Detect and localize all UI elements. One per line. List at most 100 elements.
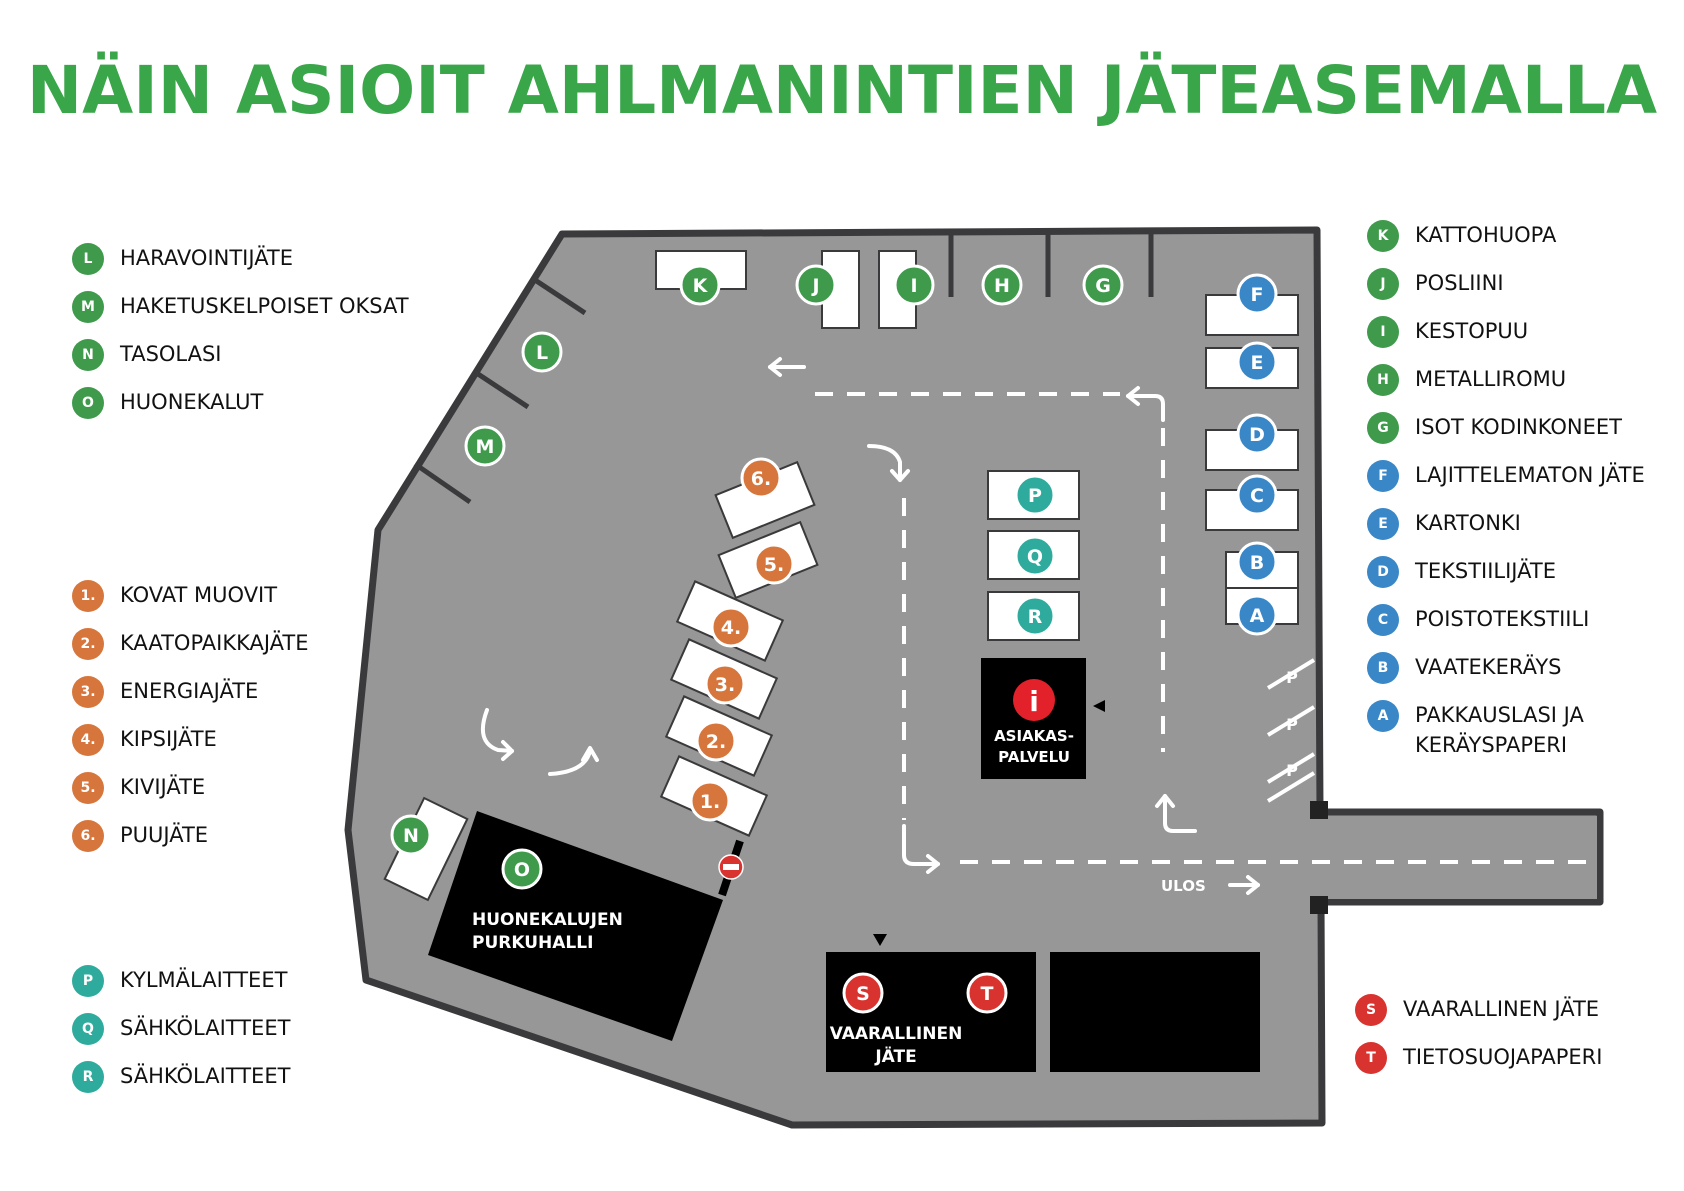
legend-item: 5.KIVIJÄTE [72,772,309,820]
legend-badge: J [1367,268,1399,300]
legend-label: POISTOTEKSTIILI [1415,607,1590,631]
map-marker-label: T [981,983,994,1005]
legend-label: KOVAT MUOVIT [120,583,278,607]
legend-badge: S [1355,994,1387,1026]
map-marker-label: K [693,275,709,297]
map-marker-label: 6. [751,468,771,490]
legend-label: KYLMÄLAITTEET [120,968,288,992]
legend-label: SÄHKÖLAITTEET [120,1016,291,1040]
map-marker: O [501,848,543,890]
entrance-pointer [873,934,887,946]
legend-label: KAATOPAIKKAJÄTE [120,631,309,655]
legend-badge: E [1367,508,1399,540]
legend-item: 4. KIPSIJÄTE [72,724,309,772]
map-marker: P [1014,474,1056,516]
info-desk-label: PALVELU [998,748,1070,766]
hazardous-label: VAARALLINEN [830,1024,963,1044]
map-marker: A [1236,594,1278,636]
legend-label: HARAVOINTIJÄTE [120,246,294,270]
legend-badge: B [1367,652,1399,684]
map-marker-label: L [536,342,548,364]
map-marker-label: P [1028,485,1042,507]
parking-lines [1266,658,1316,803]
map-marker: 1. [689,780,731,822]
legend-label: TASOLASI [120,342,222,366]
info-icon [1013,679,1055,721]
legend-badge: F [1367,460,1399,492]
legend-label: VAATEKERÄYS [1415,655,1562,679]
legend-badge: G [1367,412,1399,444]
furniture-hall-label: HUONEKALUJEN [472,910,623,930]
legend-badge: Q [72,1013,104,1045]
legend-badge: K [1367,220,1399,252]
legend-badge: M [72,291,104,323]
legend-item: B VAATEKERÄYS [1367,652,1665,700]
map-marker-label: O [514,859,530,881]
page-title: NÄIN ASIOIT AHLMANINTIEN JÄTEASEMALLA [26,52,1658,129]
map-marker: R [1014,595,1056,637]
parking-label: P [1286,715,1298,734]
map-marker: T [966,972,1008,1014]
parking-label: P [1286,761,1298,780]
map-marker-label: C [1250,485,1264,507]
map-marker: D [1236,413,1278,455]
map-marker-label: M [476,436,495,458]
legend-badge: O [72,387,104,419]
gate-post-top [1310,801,1328,819]
storage-building [1050,952,1260,1072]
legend-item: P KYLMÄLAITTEET [72,965,290,1013]
map-marker-label: D [1249,424,1265,446]
map-marker: Q [1014,535,1056,577]
exit-label: ULOS [1161,877,1206,895]
entrance-pointer [1093,700,1105,712]
map-marker: C [1236,474,1278,516]
map-marker-label: A [1250,605,1265,627]
map-marker-label: 3. [715,674,735,696]
legend-label: TEKSTIILIJÄTE [1415,559,1556,583]
legend-badge: P [72,965,104,997]
legend-badge: 4. [72,724,104,756]
map-marker-label: S [856,983,870,1005]
bay-dividers-left [413,277,587,505]
map-marker: H [981,264,1023,306]
legend-label: LAJITTELEMATON JÄTE [1415,463,1645,487]
map-marker-label: 2. [706,731,726,753]
legend-label: KIPSIJÄTE [120,727,217,751]
legend-badge: H [1367,364,1399,396]
exit-road [1317,816,1597,899]
info-desk-label: ASIAKAS- [994,727,1074,745]
map-marker: S [842,972,884,1014]
direction-arrows [480,357,1260,895]
map-marker: L [521,331,563,373]
legend-label: KIVIJÄTE [120,775,206,799]
info-icon-label: i [1029,685,1039,718]
bay-dividers-top [948,233,1154,297]
legend-label: ENERGIAJÄTE [120,679,259,703]
map-marker: B [1236,541,1278,583]
map-marker-label: F [1251,284,1264,306]
map-marker-label: 1. [700,791,720,813]
map-marker: K [679,264,721,306]
map-marker: 6. [740,457,782,499]
map-marker: I [893,264,935,306]
map-marker-label: N [403,825,419,847]
no-entry-icon [718,854,744,880]
legend-label: TIETOSUOJAPAPERI [1403,1045,1603,1069]
map-marker: M [464,425,506,467]
map-marker: E [1236,341,1278,383]
dashed-roadlines [815,392,1590,864]
map-marker-label: 4. [721,617,741,639]
